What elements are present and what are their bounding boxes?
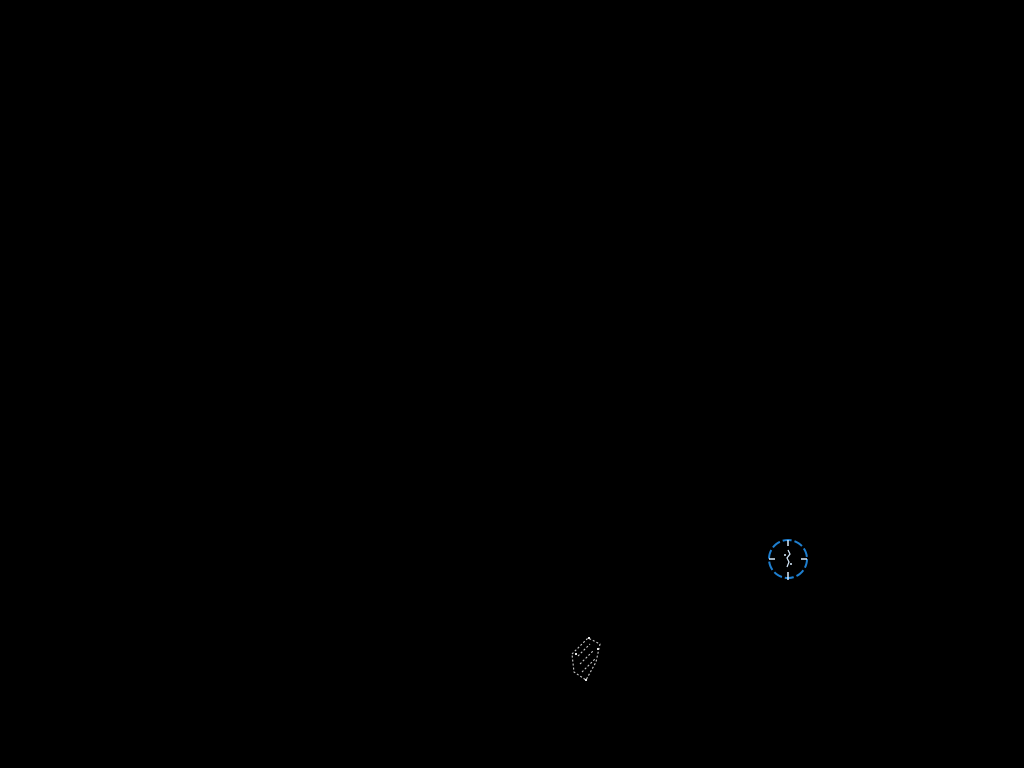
debris-sprite — [566, 632, 606, 688]
crosshair-center-mark — [786, 549, 791, 568]
crosshair-icon — [766, 537, 810, 581]
